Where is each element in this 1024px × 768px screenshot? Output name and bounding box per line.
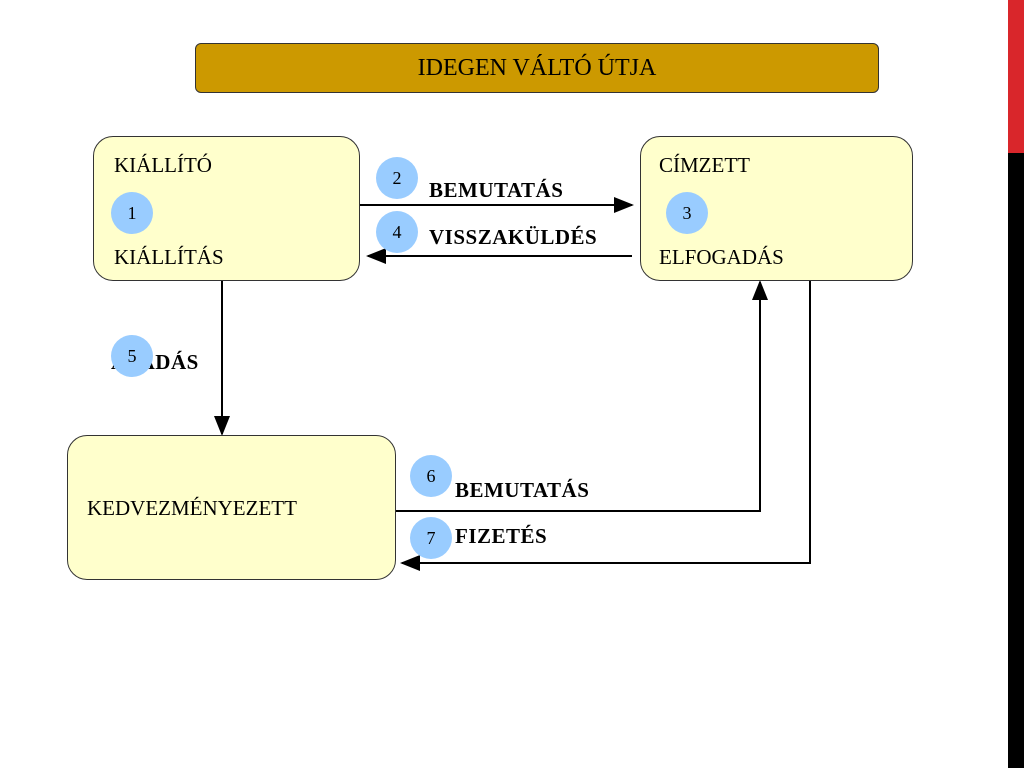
step-badge-3: 3: [666, 192, 708, 234]
step-badge-7: 7: [410, 517, 452, 559]
node-kiallito-name: KIÁLLÍTÓ: [114, 153, 212, 177]
label-fizetes: FIZETÉS: [455, 524, 548, 548]
arrow-fizetes-to-kedvezmenyezett: [400, 281, 811, 571]
side-accent-black: [1008, 153, 1024, 768]
step-badge-2: 2: [376, 157, 418, 199]
step-badge-1: 1: [111, 192, 153, 234]
step-badge-4: 4: [376, 211, 418, 253]
label-bemutatas-2: BEMUTATÁS: [455, 478, 590, 502]
node-kedvezmenyezett-name: KEDVEZMÉNYEZETT: [87, 496, 297, 520]
arrow-bemutatas-to-cimzett-2: [396, 280, 768, 512]
node-cimzett-action: ELFOGADÁS: [659, 245, 784, 269]
diagram-title: IDEGEN VÁLTÓ ÚTJA: [195, 43, 879, 93]
node-cimzett-name: CÍMZETT: [659, 153, 750, 177]
step-badge-6: 6: [410, 455, 452, 497]
node-kiallito: KIÁLLÍTÓ KIÁLLÍTÁS: [93, 136, 360, 281]
side-accent-red: [1008, 0, 1024, 153]
node-kedvezmenyezett: KEDVEZMÉNYEZETT: [67, 435, 396, 580]
label-visszakuldes: VISSZAKÜLDÉS: [429, 225, 598, 249]
label-bemutatas-1: BEMUTATÁS: [429, 178, 564, 202]
node-kiallito-action: KIÁLLÍTÁS: [114, 245, 224, 269]
step-badge-5: 5: [111, 335, 153, 377]
